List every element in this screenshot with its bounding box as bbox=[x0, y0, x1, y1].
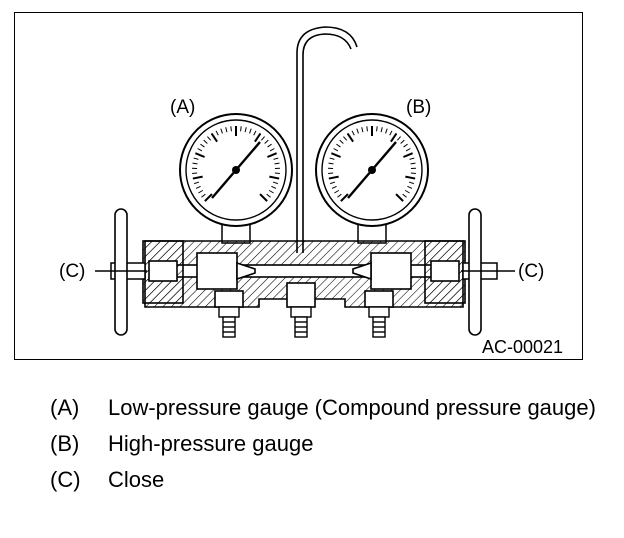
dial-tick bbox=[376, 126, 378, 132]
dial-tick bbox=[249, 128, 252, 134]
dial-tick bbox=[404, 189, 410, 194]
dial-tick bbox=[269, 148, 275, 152]
dial-tick bbox=[410, 162, 416, 165]
dial-tick bbox=[351, 130, 355, 136]
figure-frame: (A) (B) (C) (C) AC-00021 bbox=[14, 12, 583, 360]
dial-tick bbox=[273, 157, 279, 160]
dial-tick bbox=[253, 130, 257, 136]
dial-tick bbox=[207, 136, 212, 141]
dial-tick bbox=[328, 162, 334, 165]
legend-text: Close bbox=[108, 467, 165, 492]
dial-tick bbox=[333, 148, 339, 152]
dial-tick bbox=[407, 185, 413, 189]
dial-tick bbox=[337, 193, 342, 198]
dial-tick bbox=[193, 181, 200, 185]
dial-tick bbox=[339, 139, 344, 144]
dial-tick bbox=[193, 157, 199, 160]
dial-tick bbox=[331, 185, 337, 189]
dial-tick bbox=[204, 193, 213, 202]
dial-tick bbox=[240, 126, 242, 132]
dial-tick bbox=[336, 143, 341, 148]
dial-tick bbox=[220, 128, 223, 134]
dial-tick bbox=[328, 175, 339, 180]
legend-key: (C) bbox=[50, 467, 81, 492]
handwheels bbox=[114, 208, 482, 336]
dial-tick bbox=[254, 132, 262, 143]
charging-hose bbox=[296, 26, 358, 253]
legend-text: High-pressure gauge bbox=[108, 431, 314, 456]
dial-tick bbox=[395, 193, 404, 202]
dial-tick bbox=[405, 148, 411, 152]
low-pressure-gauge bbox=[179, 113, 293, 227]
legend-item-a: (A) Low-pressure gauge (Compound pressur… bbox=[50, 392, 610, 423]
dial-tick bbox=[402, 193, 407, 198]
dial-tick bbox=[260, 136, 265, 141]
legend-key: (B) bbox=[50, 431, 80, 456]
dial-tick bbox=[266, 193, 271, 198]
dial-tick bbox=[268, 189, 274, 194]
hose-fittings bbox=[218, 306, 390, 338]
dial-tick bbox=[271, 185, 277, 189]
dial-tick bbox=[197, 148, 203, 152]
dial-tick bbox=[405, 175, 416, 180]
dial-tick bbox=[215, 130, 219, 136]
dial-tick bbox=[274, 162, 280, 165]
legend-key: (A) bbox=[50, 395, 80, 420]
dial-tick bbox=[403, 152, 414, 158]
dial-tick bbox=[390, 132, 398, 143]
dial-tick bbox=[210, 132, 218, 143]
dial-tick bbox=[267, 152, 278, 158]
callout-c-left: (C) bbox=[59, 261, 85, 282]
dial-tick bbox=[389, 130, 393, 136]
dial-tick bbox=[259, 193, 268, 202]
legend-item-c: (C) Close bbox=[50, 464, 610, 495]
dial-tick bbox=[340, 193, 349, 202]
dial-tick bbox=[329, 157, 335, 160]
dial-tick bbox=[334, 189, 340, 194]
dial-tick bbox=[244, 127, 247, 133]
dial-tick bbox=[192, 162, 198, 165]
figure-id: AC-00021 bbox=[482, 337, 563, 357]
dial-tick bbox=[201, 193, 206, 198]
dial-tick bbox=[409, 157, 415, 160]
legend: (A) Low-pressure gauge (Compound pressur… bbox=[50, 392, 610, 500]
dial-tick bbox=[361, 127, 364, 133]
dial-tick bbox=[329, 181, 336, 185]
legend-text: Low-pressure gauge (Compound pressure ga… bbox=[108, 395, 596, 420]
dial-tick bbox=[366, 126, 368, 132]
dial-tick bbox=[380, 127, 383, 133]
dial-tick bbox=[198, 189, 204, 194]
dial-tick bbox=[408, 181, 415, 185]
manifold-body bbox=[142, 240, 466, 308]
dial-tick bbox=[267, 143, 272, 148]
dial-tick bbox=[200, 143, 205, 148]
dial-tick bbox=[203, 139, 208, 144]
callout-b: (B) bbox=[406, 97, 431, 118]
callout-c-right: (C) bbox=[518, 261, 544, 282]
callout-a: (A) bbox=[170, 97, 195, 118]
dial-tick bbox=[403, 143, 408, 148]
manifold-gauge-diagram: (A) (B) (C) (C) AC-00021 bbox=[59, 26, 563, 357]
dial-tick bbox=[225, 127, 228, 133]
dial-tick bbox=[192, 175, 203, 180]
dial-tick bbox=[230, 126, 232, 132]
dial-tick bbox=[194, 152, 205, 158]
dial-tick bbox=[343, 136, 348, 141]
legend-item-b: (B) High-pressure gauge bbox=[50, 428, 610, 459]
dial-tick bbox=[396, 136, 401, 141]
dial-tick bbox=[330, 152, 341, 158]
dial-tick bbox=[400, 139, 405, 144]
dial-tick bbox=[264, 139, 269, 144]
dial-tick bbox=[356, 128, 359, 134]
dial-tick bbox=[346, 132, 354, 143]
dial-tick bbox=[195, 185, 201, 189]
dial-tick bbox=[385, 128, 388, 134]
dial-tick bbox=[269, 175, 280, 180]
dial-tick bbox=[272, 181, 279, 185]
high-pressure-gauge bbox=[315, 113, 429, 227]
